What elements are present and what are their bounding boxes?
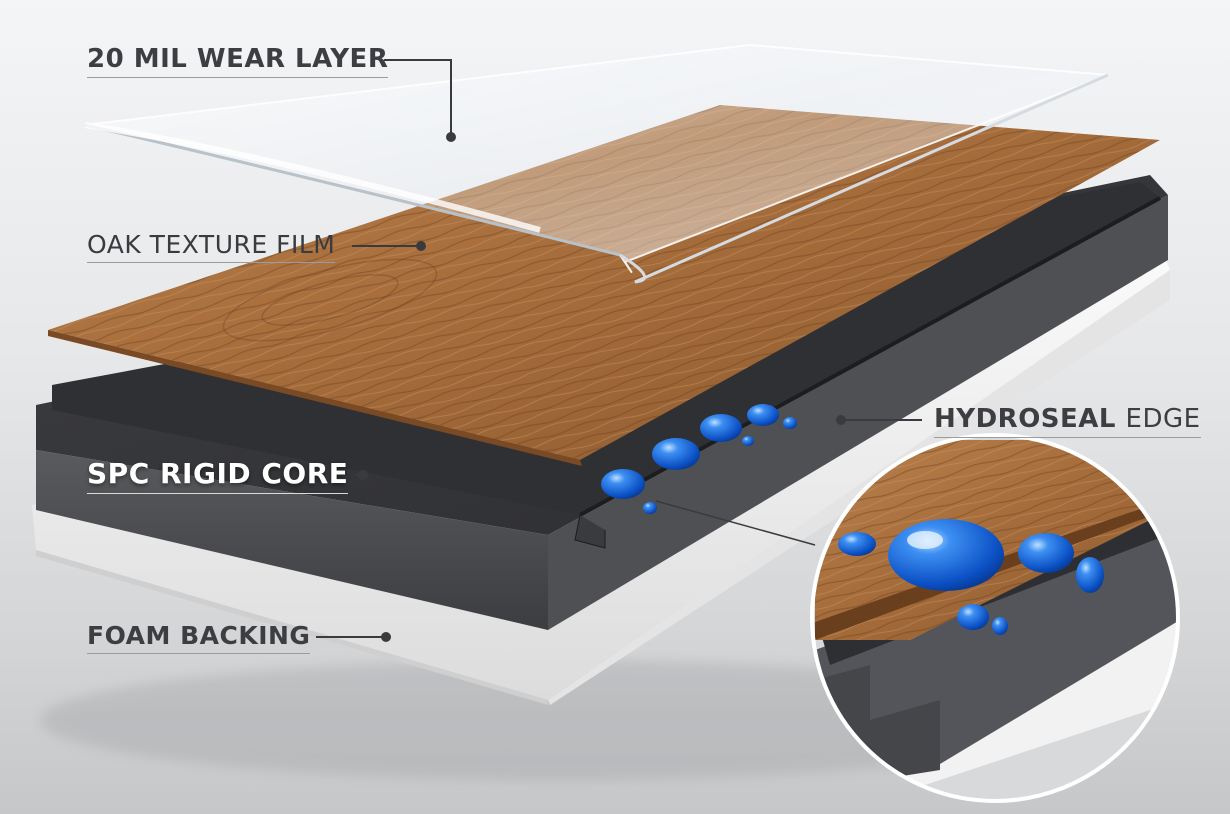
water-drop	[992, 617, 1008, 635]
wear-layer	[84, 43, 1109, 284]
water-drop	[700, 414, 742, 442]
water-drop	[747, 404, 779, 426]
wear-layer-label: 20 MIL WEAR LAYER	[87, 46, 389, 78]
water-drop	[957, 604, 989, 630]
hydroseal-edge-label: HYDROSEAL EDGE	[934, 406, 1201, 438]
water-drop	[838, 532, 876, 556]
water-drop	[643, 502, 657, 514]
hydroseal-label-strong: HYDROSEAL	[934, 404, 1116, 434]
oak-texture-label: OAK TEXTURE FILM	[87, 232, 336, 263]
leader-lines	[316, 59, 922, 642]
water-drop	[1018, 533, 1074, 573]
spc-core-label: SPC RIGID CORE	[87, 460, 349, 494]
water-drops	[601, 404, 797, 514]
water-drop	[783, 417, 797, 429]
foam-backing-label: FOAM BACKING	[87, 623, 311, 654]
oak-texture-layer	[48, 105, 1160, 466]
water-drop	[601, 469, 645, 499]
floor-shadow	[40, 660, 1080, 780]
water-drop	[652, 438, 700, 470]
edge-closeup-circle	[810, 433, 1180, 803]
water-drop-large	[888, 519, 1004, 591]
water-drop	[1076, 557, 1104, 593]
water-drop	[742, 436, 754, 446]
hydroseal-label-weak: EDGE	[1125, 404, 1201, 434]
